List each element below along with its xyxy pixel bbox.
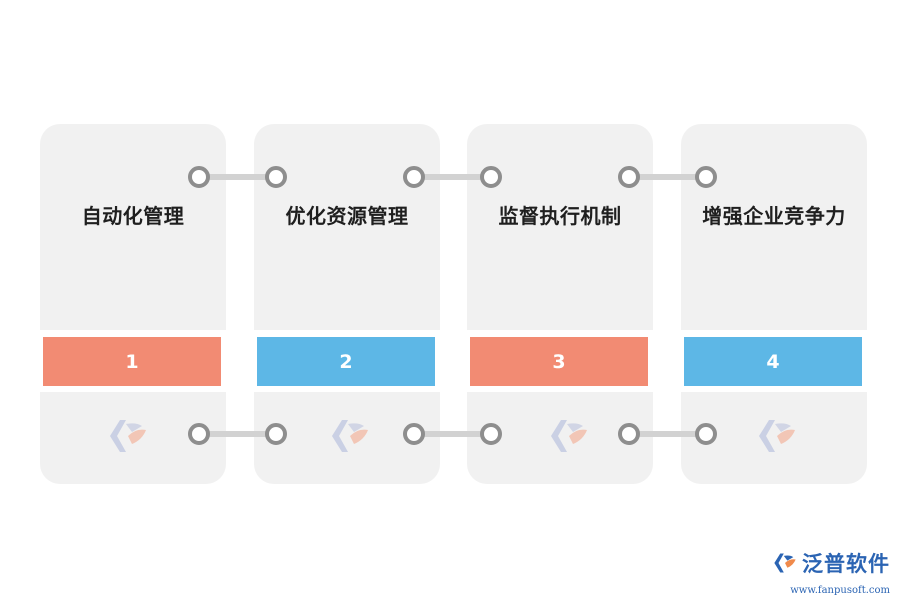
connector-ring [480, 423, 502, 445]
connector-ring [403, 166, 425, 188]
step-number: 1 [125, 350, 139, 373]
connector-ring [188, 423, 210, 445]
fanpu-logo-icon [759, 420, 795, 452]
connector-ring [403, 423, 425, 445]
brand-url: www.fanpusoft.com [790, 585, 890, 596]
step-number-bar: 4 [684, 337, 862, 386]
step-number: 3 [552, 350, 566, 373]
connector-ring [188, 166, 210, 188]
step-card-2: 优化资源管理 2 [254, 124, 440, 484]
fanpu-logo-icon [110, 420, 146, 452]
connector-ring [618, 166, 640, 188]
brand-logo-icon [774, 553, 796, 573]
connector-rod [629, 431, 707, 437]
connector-rod [199, 174, 277, 180]
step-number-bar: 1 [43, 337, 221, 386]
connector-ring [480, 166, 502, 188]
step-title: 增强企业竞争力 [702, 204, 846, 228]
fanpu-logo-icon [551, 420, 587, 452]
connector-ring [265, 166, 287, 188]
connector-rod [414, 431, 492, 437]
brand-name: 泛普软件 [802, 552, 890, 576]
step-title: 监督执行机制 [498, 204, 622, 228]
connector-rod [629, 174, 707, 180]
connector-rod [199, 431, 277, 437]
connector-ring [265, 423, 287, 445]
step-number: 4 [766, 350, 780, 373]
brand-url-wrap: www.fanpusoft.com [790, 585, 890, 600]
connector-ring [695, 166, 717, 188]
step-number-bar: 3 [470, 337, 648, 386]
step-number-bar: 2 [257, 337, 435, 386]
step-title: 自动化管理 [81, 204, 185, 228]
fanpu-logo-icon [332, 420, 368, 452]
connector-rod [414, 174, 492, 180]
connector-ring [618, 423, 640, 445]
step-title: 优化资源管理 [285, 204, 409, 228]
step-number: 2 [339, 350, 353, 373]
brand-watermark: 泛普软件 [772, 548, 890, 578]
connector-ring [695, 423, 717, 445]
